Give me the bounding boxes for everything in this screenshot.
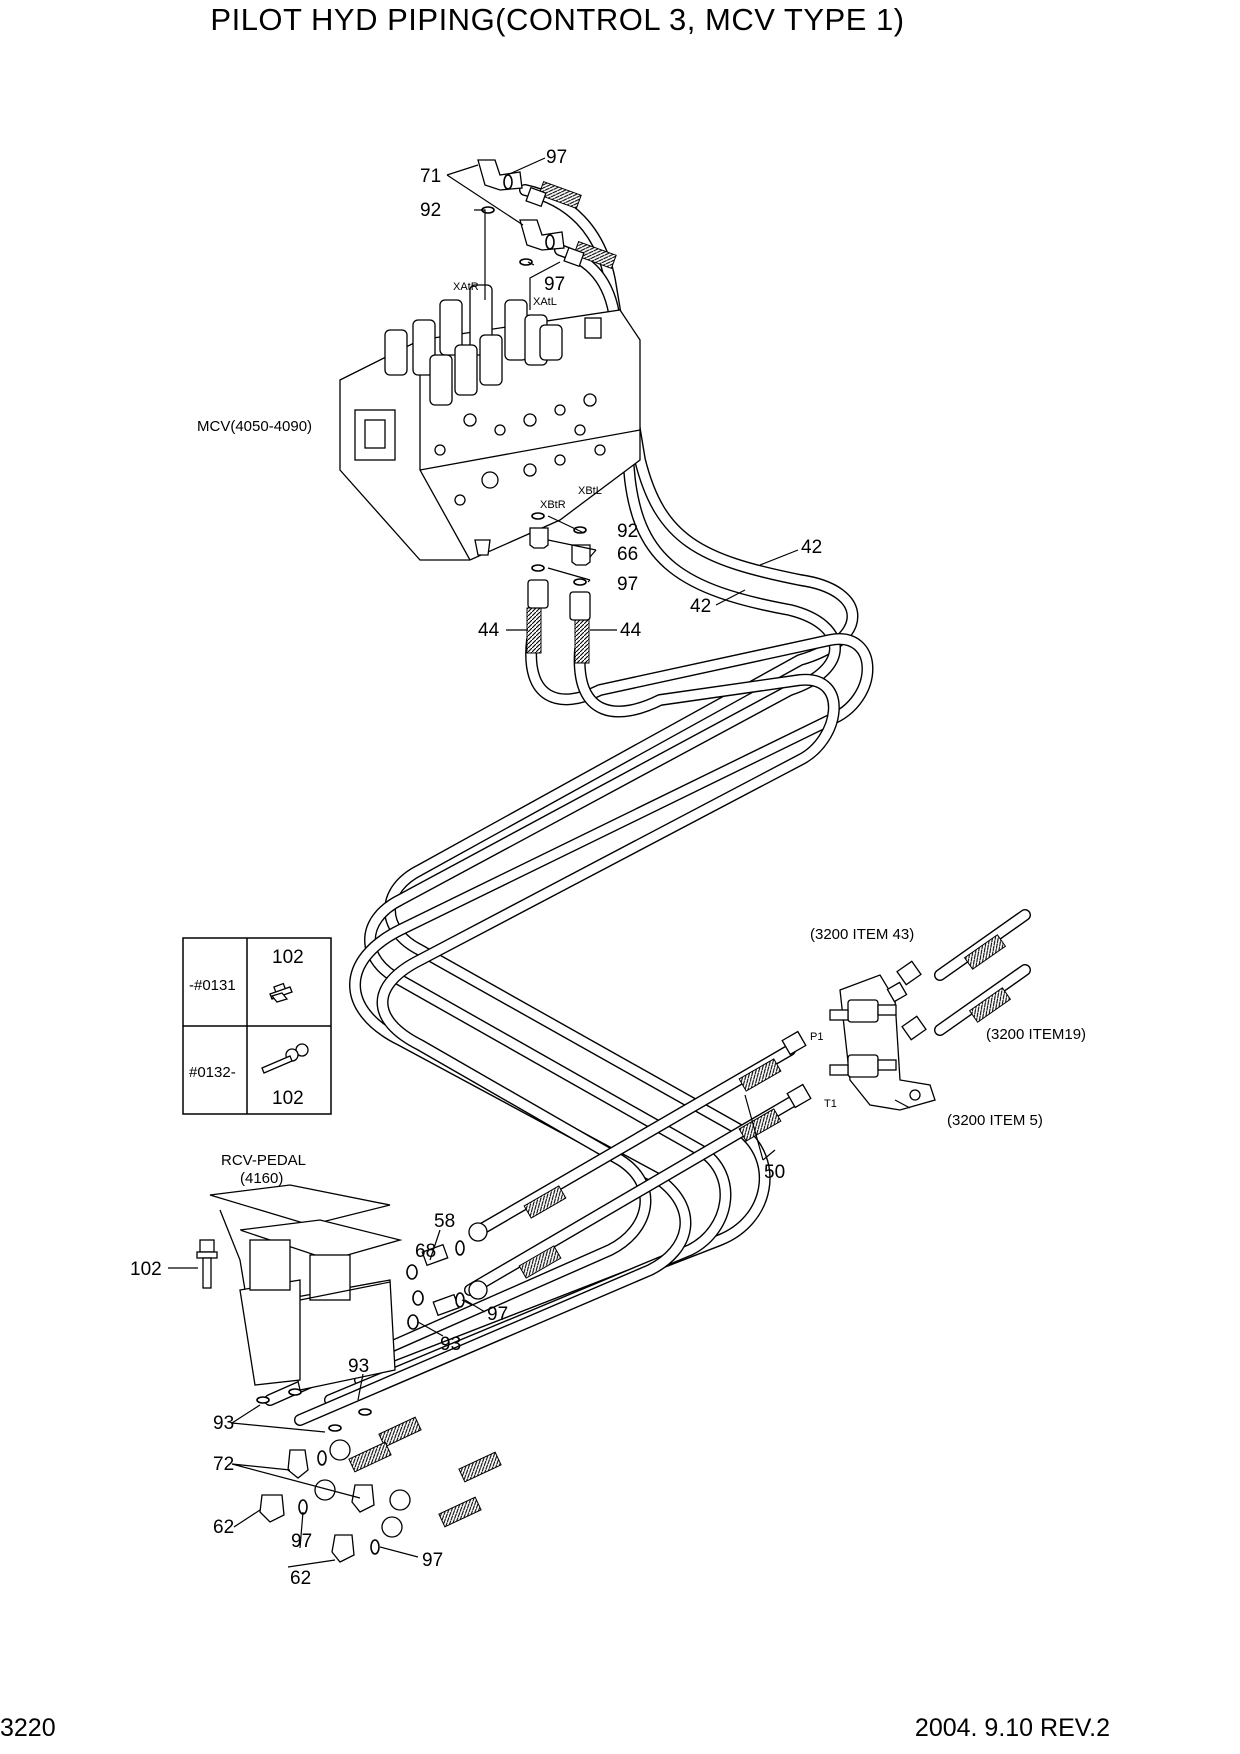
serial-row1-label: -#0131 <box>189 977 236 994</box>
ref-item19: (3200 ITEM19) <box>986 1026 1086 1043</box>
mcv-lower-fittings <box>527 512 591 621</box>
callout-44-right: 44 <box>620 620 642 641</box>
callout-97-bottom-right: 97 <box>422 1550 443 1571</box>
pedal-fittings-bottom <box>256 1388 411 1563</box>
page-title: PILOT HYD PIPING(CONTROL 3, MCV TYPE 1) <box>210 2 905 37</box>
hose-item19 <box>934 964 1031 1036</box>
callout-72: 72 <box>213 1454 234 1475</box>
port-xbtr: XBtR <box>540 499 566 511</box>
hose-sleeves <box>348 180 1012 1528</box>
leader-lines <box>168 157 911 1568</box>
bolt-icon-old <box>269 982 293 1003</box>
callout-44-left: 44 <box>478 620 500 641</box>
callout-97-bottom-left: 97 <box>291 1531 312 1552</box>
hose-42-outer <box>354 184 859 1386</box>
callout-58: 58 <box>434 1211 455 1232</box>
rcv-pedal-label: RCV-PEDAL <box>221 1152 306 1169</box>
callout-97-lower: 97 <box>617 574 638 595</box>
callout-42-lower: 42 <box>690 596 711 617</box>
callout-66: 66 <box>617 544 638 565</box>
callout-50: 50 <box>764 1162 785 1183</box>
junction-block <box>781 960 936 1111</box>
rcv-pedal-number: (4160) <box>240 1170 283 1187</box>
hose-44-left <box>294 633 874 1426</box>
callout-102: 102 <box>130 1259 162 1280</box>
callout-92-top: 92 <box>420 200 441 221</box>
revision-date: 2004. 9.10 REV.2 <box>914 1714 1110 1742</box>
rcv-pedal <box>209 1184 403 1391</box>
serial-table-header: 102 <box>272 947 304 968</box>
callout-97-second: 97 <box>544 274 565 295</box>
callout-labels: 71 97 92 97 XAtR XAtL MCV(4050-4090) XBt… <box>130 147 1086 1589</box>
callout-93-middle: 93 <box>348 1356 369 1377</box>
bolt-icon-new <box>261 1043 309 1074</box>
callout-97-top: 97 <box>546 147 567 168</box>
port-xatl: XAtL <box>533 296 557 308</box>
hose-50-upper <box>474 1044 796 1236</box>
ref-item43: (3200 ITEM 43) <box>810 926 914 943</box>
port-xatr: XAtR <box>453 281 479 293</box>
callout-97-pedal: 97 <box>487 1304 508 1325</box>
page-number: 3220 <box>0 1714 56 1742</box>
port-p1: P1 <box>810 1031 823 1043</box>
serial-row2-label: #0132- <box>189 1064 236 1081</box>
mcv-label: MCV(4050-4090) <box>197 418 312 435</box>
callout-93-right: 93 <box>440 1334 461 1355</box>
callout-62-left: 62 <box>213 1517 234 1538</box>
callout-92-lower: 92 <box>617 521 638 542</box>
mcv-valve <box>339 284 641 561</box>
callout-93-left: 93 <box>213 1413 234 1434</box>
pedal-fittings-right <box>406 1222 488 1330</box>
bolt-102 <box>196 1239 218 1289</box>
ref-item5: (3200 ITEM 5) <box>947 1112 1043 1129</box>
port-xbtl: XBtL <box>578 485 602 497</box>
callout-68: 68 <box>415 1241 436 1262</box>
callout-71: 71 <box>420 166 441 187</box>
serial-table-footer: 102 <box>272 1088 304 1109</box>
callout-42-upper: 42 <box>801 537 822 558</box>
port-t1: T1 <box>824 1098 837 1110</box>
serial-table <box>182 937 332 1115</box>
callout-62-bottom: 62 <box>290 1568 311 1589</box>
